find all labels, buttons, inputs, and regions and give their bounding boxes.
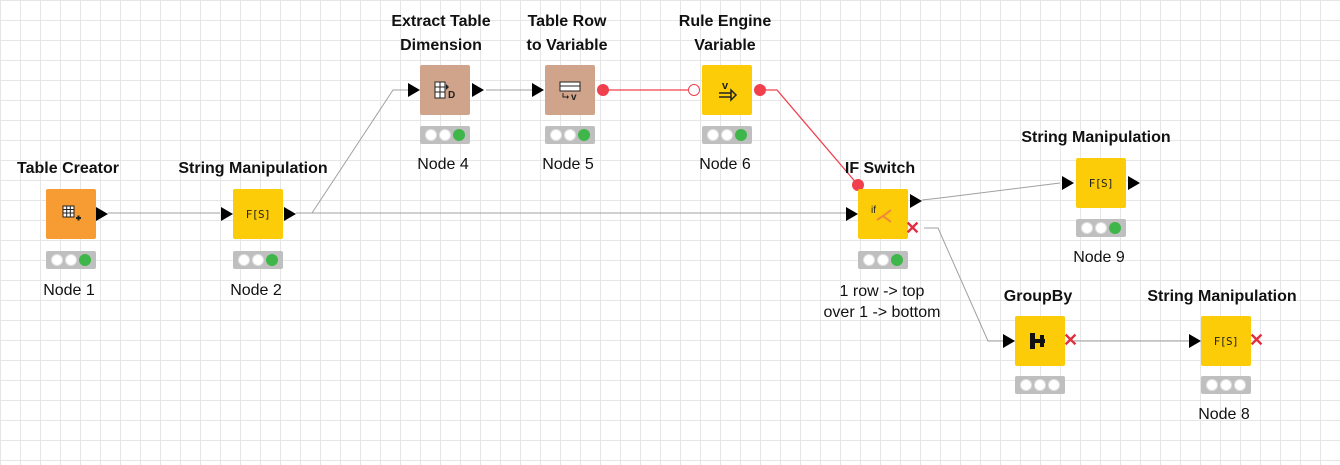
string-manipulation-icon: F[S] <box>1088 176 1114 190</box>
groupby-icon <box>1027 330 1053 352</box>
status-light <box>1020 379 1032 391</box>
node-extract-table-dimension[interactable]: D <box>420 65 470 115</box>
svg-text:v: v <box>722 80 729 92</box>
status-light <box>564 129 576 141</box>
status-light <box>1034 379 1046 391</box>
status-light <box>1206 379 1218 391</box>
status-light <box>863 254 875 266</box>
output-port-n2[interactable] <box>284 207 296 221</box>
flow-variable-output-port-n6[interactable] <box>754 84 766 96</box>
status-light <box>79 254 91 266</box>
input-port-if[interactable] <box>846 207 858 221</box>
status-light <box>252 254 264 266</box>
svg-text:if: if <box>871 205 876 216</box>
output-port-if-top[interactable] <box>910 194 922 208</box>
status-light <box>1048 379 1060 391</box>
status-light <box>453 129 465 141</box>
status-light <box>439 129 451 141</box>
status-traffic-light-n1 <box>46 251 96 269</box>
status-traffic-light-n9 <box>1076 219 1126 237</box>
connection-n2-n4[interactable] <box>311 89 408 214</box>
node-title-table-creator[interactable]: Table Creator <box>17 160 119 177</box>
inactive-output-port-n8[interactable]: ✕ <box>1249 330 1265 350</box>
node-title-groupby[interactable]: GroupBy <box>1003 288 1073 305</box>
status-light <box>1109 222 1121 234</box>
node-title-if-switch[interactable]: IF Switch <box>844 160 916 177</box>
input-port-n8[interactable] <box>1189 334 1201 348</box>
output-port-n1[interactable] <box>96 207 108 221</box>
if-switch-icon: if <box>869 202 897 226</box>
table-creator-icon <box>59 203 83 225</box>
input-port-n5[interactable] <box>532 83 544 97</box>
flow-variable-input-port-n6[interactable] <box>688 84 700 96</box>
node-if-switch[interactable]: if <box>858 189 908 239</box>
status-light <box>721 129 733 141</box>
string-manipulation-icon: F[S] <box>1213 334 1239 348</box>
status-light <box>51 254 63 266</box>
svg-text:D: D <box>448 90 455 101</box>
inactive-output-port-groupby[interactable]: ✕ <box>1063 330 1079 350</box>
status-light <box>891 254 903 266</box>
extract-table-dimension-icon: D <box>432 78 458 102</box>
status-light <box>735 129 747 141</box>
node-label-2[interactable]: Node 2 <box>230 282 282 299</box>
table-row-to-variable-icon: v <box>557 79 583 101</box>
status-traffic-light-n6 <box>702 126 752 144</box>
node-string-manipulation-9[interactable]: F[S] <box>1076 158 1126 208</box>
node-table-row-to-variable[interactable]: v <box>545 65 595 115</box>
node-title-string-manipulation-9[interactable]: String Manipulation <box>1021 129 1171 146</box>
svg-text:v: v <box>571 92 577 101</box>
status-light <box>65 254 77 266</box>
status-light <box>266 254 278 266</box>
status-light <box>578 129 590 141</box>
string-manipulation-icon: F[S] <box>245 207 271 221</box>
status-traffic-light-if <box>858 251 908 269</box>
status-traffic-light-n2 <box>233 251 283 269</box>
node-string-manipulation-8[interactable]: F[S] <box>1201 316 1251 366</box>
input-port-n9[interactable] <box>1062 176 1074 190</box>
status-light <box>238 254 250 266</box>
flow-variable-input-port-if[interactable] <box>852 179 864 191</box>
node-label-6[interactable]: Node 6 <box>699 156 751 173</box>
status-light <box>1220 379 1232 391</box>
input-port-n2[interactable] <box>221 207 233 221</box>
status-light <box>1095 222 1107 234</box>
status-light <box>425 129 437 141</box>
output-port-n4[interactable] <box>472 83 484 97</box>
input-port-groupby[interactable] <box>1003 334 1015 348</box>
node-table-creator[interactable] <box>46 189 96 239</box>
node-title-string-manipulation[interactable]: String Manipulation <box>178 160 328 177</box>
rule-engine-variable-icon: v <box>715 78 739 102</box>
node-rule-engine-variable[interactable]: v <box>702 65 752 115</box>
connection-nif-n9[interactable] <box>921 182 1061 201</box>
inactive-output-port-if-bottom[interactable]: ✕ <box>905 218 921 238</box>
status-traffic-light-n5 <box>545 126 595 144</box>
status-traffic-light-groupby <box>1015 376 1065 394</box>
status-light <box>550 129 562 141</box>
status-light <box>1081 222 1093 234</box>
node-title-string-manipulation-8[interactable]: String Manipulation <box>1147 288 1297 305</box>
status-light <box>1234 379 1246 391</box>
node-label-9[interactable]: Node 9 <box>1073 249 1125 266</box>
node-label-5[interactable]: Node 5 <box>542 156 594 173</box>
node-label-1[interactable]: Node 1 <box>43 282 95 299</box>
node-string-manipulation-2[interactable]: F[S] <box>233 189 283 239</box>
flow-variable-output-port-n5[interactable] <box>597 84 609 96</box>
node-label-4[interactable]: Node 4 <box>417 156 469 173</box>
output-port-n9[interactable] <box>1128 176 1140 190</box>
status-traffic-light-n4 <box>420 126 470 144</box>
status-traffic-light-n8 <box>1201 376 1251 394</box>
node-label-8[interactable]: Node 8 <box>1198 406 1250 423</box>
node-groupby[interactable] <box>1015 316 1065 366</box>
status-light <box>877 254 889 266</box>
status-light <box>707 129 719 141</box>
input-port-n4[interactable] <box>408 83 420 97</box>
